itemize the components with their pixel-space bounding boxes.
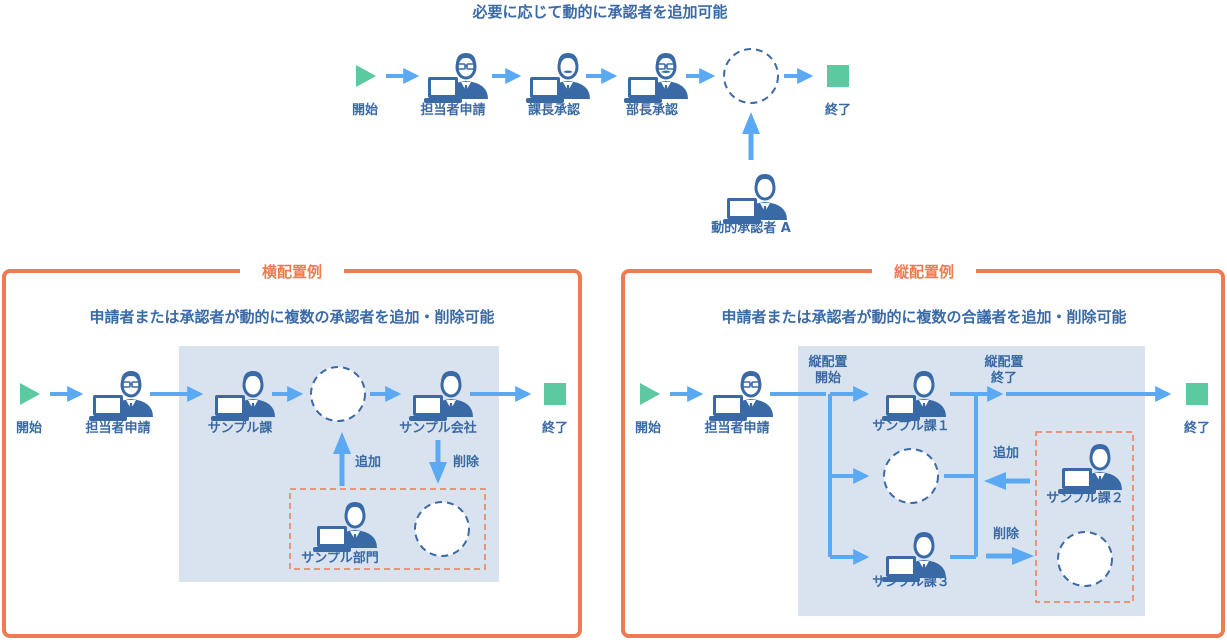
- right-remove-label: 削除: [993, 526, 1020, 542]
- right-remove-arrowhead: [1012, 547, 1034, 565]
- right-split-label-1: 縦配置: [808, 354, 847, 370]
- top-start-label: 開始: [352, 102, 378, 118]
- right-add-label: 追加: [993, 445, 1019, 461]
- right-applicant-label: 担当者申請: [704, 420, 769, 436]
- right-split-label-2: 開始: [815, 370, 841, 386]
- left-remove-arrowhead: [429, 462, 447, 484]
- right-join-label-2: 終了: [991, 370, 1017, 386]
- left-candidate-box: [289, 488, 486, 570]
- right-candidate-label: サンプル課２: [1046, 490, 1124, 506]
- right-applicant-person-icon: [707, 369, 775, 423]
- right-start-label: 開始: [635, 420, 661, 436]
- left-start-label: 開始: [16, 420, 42, 436]
- top-title: 必要に応じて動的に承認者を追加可能: [471, 3, 727, 21]
- right-branch1-label: サンプル課１: [872, 418, 950, 434]
- end-square-icon: [827, 65, 849, 87]
- left-start-triangle-icon: [20, 383, 40, 405]
- left-add-label: 追加: [355, 454, 381, 470]
- top-step3-label: 部長承認: [626, 102, 678, 118]
- right-add-arrowhead: [984, 472, 1006, 490]
- top-insert-arrowhead: [742, 112, 760, 134]
- left-frame-title: 横配置例: [262, 263, 322, 281]
- right-end-label: 終了: [1184, 420, 1210, 436]
- top-dynamic-slot-circle: [723, 48, 779, 104]
- left-end-square-icon: [544, 383, 566, 405]
- dynamic-approver-person-icon: [721, 172, 789, 226]
- left-candidate-slot-circle: [414, 501, 470, 557]
- right-candidate-slot-circle: [1057, 531, 1113, 587]
- left-subtitle: 申請者または承認者が動的に複数の承認者を追加・削除可能: [89, 308, 494, 326]
- top-dynamic-label: 動的承認者 A: [711, 220, 791, 236]
- left-end-label: 終了: [542, 420, 568, 436]
- right-end-square-icon: [1186, 383, 1208, 405]
- right-frame-title: 縦配置例: [894, 263, 954, 281]
- right-slot-circle: [883, 448, 939, 504]
- right-join-label-1: 縦配置: [984, 354, 1023, 370]
- right-subtitle: 申請者または承認者が動的に複数の合議者を追加・削除可能: [721, 308, 1126, 326]
- left-remove-label: 削除: [453, 454, 480, 470]
- applicant-person-icon: [422, 51, 490, 105]
- right-branch3-label: サンプル課３: [872, 574, 950, 590]
- left-node2-label: サンプル会社: [399, 420, 477, 436]
- top-step2-label: 課長承認: [528, 102, 580, 118]
- department-manager-person-icon: [622, 51, 690, 105]
- right-start-triangle-icon: [640, 383, 660, 405]
- left-applicant-label: 担当者申請: [85, 420, 150, 436]
- right-candidate-box: [1035, 431, 1134, 603]
- left-applicant-person-icon: [87, 369, 155, 423]
- left-node1-label: サンプル課: [208, 420, 274, 436]
- top-end-label: 終了: [825, 102, 851, 118]
- left-add-arrowhead: [333, 432, 351, 454]
- section-manager-person-icon: [524, 51, 592, 105]
- left-slot-circle: [310, 366, 366, 422]
- left-candidate-label: サンプル部門: [301, 550, 379, 566]
- top-step1-label: 担当者申請: [420, 102, 485, 118]
- start-triangle-icon: [356, 65, 376, 87]
